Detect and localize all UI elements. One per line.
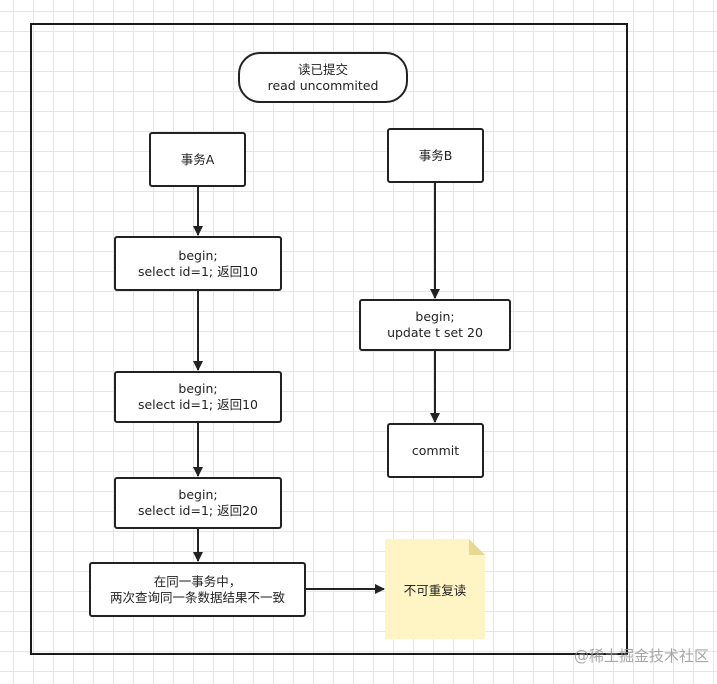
update-line-2: update t set 20 <box>387 325 483 340</box>
tx-a-step-3: begin; select id=1; 返回20 <box>114 477 282 529</box>
update-line-1: begin; <box>415 309 455 324</box>
title-node: 读已提交 read uncommited <box>238 52 408 103</box>
watermark: @稀土掘金技术社区 <box>573 647 709 665</box>
title-line-1: 读已提交 <box>297 61 348 77</box>
tx-b-node: 事务B <box>387 128 484 183</box>
tx-b-update-node: begin; update t set 20 <box>359 299 511 351</box>
tx-b-label: 事务B <box>418 147 453 163</box>
step-1-line-1: begin; <box>178 247 218 263</box>
tx-a-node: 事务A <box>149 132 246 187</box>
tx-a-step-2: begin; select id=1; 返回10 <box>114 371 282 423</box>
title-line-2: read uncommited <box>267 77 379 93</box>
step-2-line-1: begin; <box>178 381 218 396</box>
tx-a-step-1: begin; select id=1; 返回10 <box>114 236 282 291</box>
commit-label: commit <box>411 442 460 458</box>
step-2-line-2: select id=1; 返回10 <box>137 397 259 412</box>
step-3-line-2: select id=1; 返回20 <box>137 503 259 518</box>
note-label: 不可重复读 <box>403 582 467 598</box>
note-shape <box>385 539 485 639</box>
tx-b-commit-node: commit <box>387 423 484 478</box>
diagram-frame <box>30 23 628 655</box>
conclusion-line-1: 在同一事务中， <box>153 573 242 589</box>
step-1-line-2: select id=1; 返回10 <box>137 263 259 279</box>
note-non-repeatable-read: 不可重复读 <box>385 539 485 639</box>
step-3-line-1: begin; <box>178 487 218 502</box>
conclusion-node: 在同一事务中， 两次查询同一条数据结果不一致 <box>89 562 306 617</box>
conclusion-line-2: 两次查询同一条数据结果不一致 <box>109 589 285 605</box>
tx-a-label: 事务A <box>180 151 215 167</box>
